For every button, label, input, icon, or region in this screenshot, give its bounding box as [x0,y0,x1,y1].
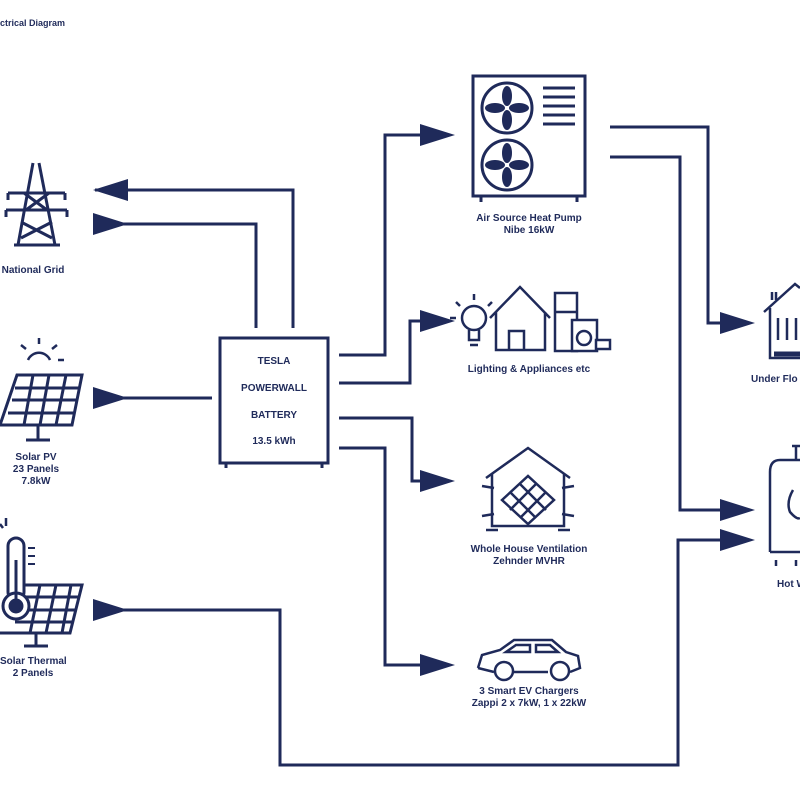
connector-battery-to-heatpump [339,133,420,357]
connector-battery-to-ventilation [339,416,420,483]
underfloor-heating-icon [763,282,800,360]
battery-line-3: BATTERY [250,410,298,421]
arrow-ventilation [420,470,455,492]
pylon-icon [4,162,69,247]
connector-thermal-to-hotwater [95,538,720,767]
connector-battery-to-grid [95,188,295,328]
arrow-thermal [93,599,128,621]
arrow-grid-out [93,213,128,235]
arrow-lighting [420,310,455,332]
connector-battery-to-ev [339,446,420,667]
arrow-heatpump [420,124,455,146]
arrow-underfloor [720,312,755,334]
hot-water-cylinder-icon [768,444,800,566]
car-icon [476,638,582,682]
ventilation-label: Whole House Ventilation Zehnder MVHR [470,544,588,567]
connector-heatpump-to-underfloor [610,125,720,325]
arrow-ev [420,654,455,676]
arrow-to-grid [93,179,128,201]
solar-panel-icon [0,338,84,442]
heat-pump-label: Air Source Heat Pump Nibe 16kW [476,213,582,236]
heat-pump-icon [471,74,587,202]
battery-line-4: 13.5 kWh [252,436,296,447]
battery-line-1: TESLA [257,356,291,367]
grid-label: National Grid [1,265,65,276]
hot-water-label: Hot W [777,579,800,590]
underfloor-label: Under Flo [751,374,798,385]
solar-thermal-label: Solar Thermal 2 Panels [0,656,67,679]
arrow-hotwater-2 [720,529,755,551]
connector-grid-to-battery [93,222,258,328]
solar-pv-label: Solar PV 23 Panels 7.8kW [12,452,60,487]
arrow-pv [93,387,128,409]
lighting-label: Lighting & Appliances etc [467,364,591,375]
arrow-hotwater-1 [720,499,755,521]
ev-label: 3 Smart EV Chargers Zappi 2 x 7kW, 1 x 2… [471,686,587,709]
house-appliances-icon [450,285,612,353]
connector-battery-to-lighting [339,319,420,385]
ventilation-house-icon [481,446,575,532]
battery-line-2: POWERWALL [241,383,307,394]
battery-box [218,336,330,465]
solar-thermal-icon [0,518,84,648]
connector-heatpump-to-hotwater [610,155,720,512]
diagram-title: ctrical Diagram [0,18,66,28]
